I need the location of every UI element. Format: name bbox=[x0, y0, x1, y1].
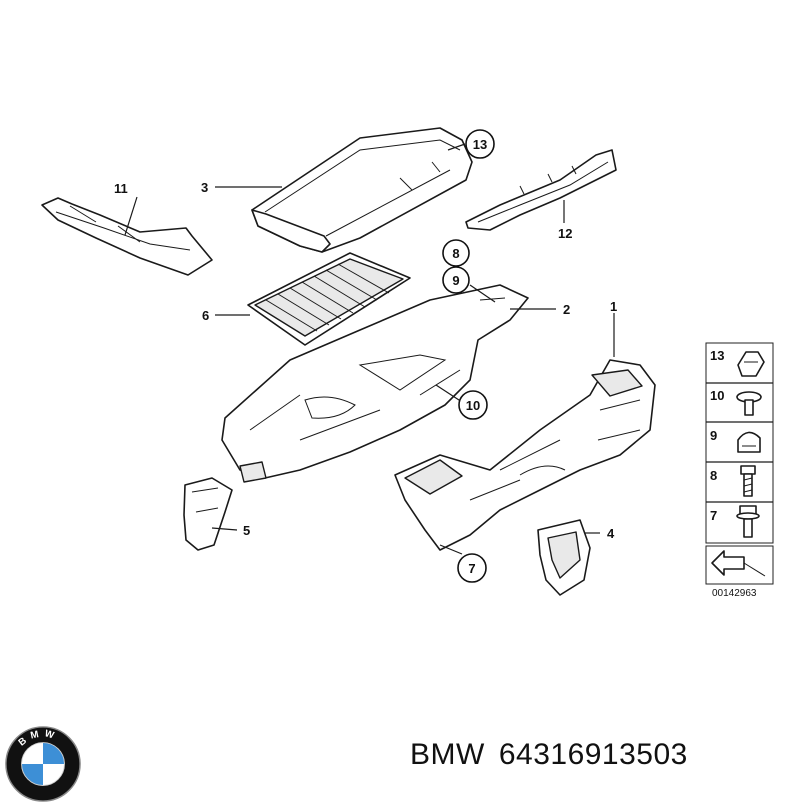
part-1-intake-silencer bbox=[394, 359, 656, 551]
callout-7: 7 bbox=[457, 553, 487, 583]
svg-text:13: 13 bbox=[473, 137, 487, 152]
legend-label-9: 9 bbox=[710, 428, 717, 443]
svg-text:4: 4 bbox=[607, 526, 615, 541]
svg-text:8: 8 bbox=[452, 246, 459, 261]
clip-nut-icon bbox=[737, 351, 765, 377]
rivet-icon bbox=[736, 391, 762, 416]
callout-12: 12 bbox=[558, 226, 572, 241]
diagram-reference-number: 00142963 bbox=[712, 588, 757, 599]
part-6-filter-element bbox=[247, 252, 411, 346]
callout-13: 13 bbox=[465, 129, 495, 159]
callout-6: 6 bbox=[202, 308, 209, 323]
svg-text:5: 5 bbox=[243, 523, 250, 538]
svg-text:6: 6 bbox=[202, 308, 209, 323]
part-2-lower-housing bbox=[221, 284, 529, 483]
view-arrow-icon bbox=[711, 550, 766, 577]
callout-2: 2 bbox=[563, 302, 570, 317]
cap-nut-icon bbox=[737, 431, 761, 453]
caption-brand: BMW bbox=[410, 738, 485, 771]
leader-lines bbox=[124, 143, 615, 555]
legend-label-10: 10 bbox=[710, 388, 724, 403]
bmw-logo: BMW bbox=[5, 726, 81, 802]
svg-text:3: 3 bbox=[201, 180, 208, 195]
callout-5: 5 bbox=[243, 523, 250, 538]
part-11-trim-panel bbox=[41, 197, 213, 276]
fastener-legend: 13 10 9 8 7 bbox=[705, 342, 774, 599]
part-caption: BMW 64316913503 bbox=[410, 738, 790, 786]
screw-icon bbox=[740, 465, 756, 497]
callout-9: 9 bbox=[442, 266, 470, 294]
callout-10: 10 bbox=[458, 390, 488, 420]
part-3-housing-cover bbox=[251, 127, 473, 253]
collar-screw-icon bbox=[736, 505, 760, 538]
callout-11: 11 bbox=[114, 181, 128, 196]
callout-3: 3 bbox=[201, 180, 208, 195]
callout-4: 4 bbox=[607, 526, 615, 541]
caption-part-number: 64316913503 bbox=[498, 738, 688, 771]
part-5-intake-elbow bbox=[183, 477, 233, 551]
legend-label-8: 8 bbox=[710, 468, 717, 483]
callout-1: 1 bbox=[610, 299, 617, 314]
legend-label-7: 7 bbox=[710, 508, 717, 523]
legend-label-13: 13 bbox=[710, 348, 724, 363]
svg-text:10: 10 bbox=[466, 398, 480, 413]
svg-text:1: 1 bbox=[610, 299, 617, 314]
svg-text:11: 11 bbox=[114, 181, 128, 196]
callout-8: 8 bbox=[442, 239, 470, 267]
svg-text:9: 9 bbox=[452, 273, 459, 288]
svg-text:12: 12 bbox=[558, 226, 572, 241]
part-12-trim-panel bbox=[465, 149, 617, 231]
svg-text:2: 2 bbox=[563, 302, 570, 317]
svg-text:7: 7 bbox=[468, 561, 475, 576]
part-4-intake-duct bbox=[537, 519, 591, 596]
